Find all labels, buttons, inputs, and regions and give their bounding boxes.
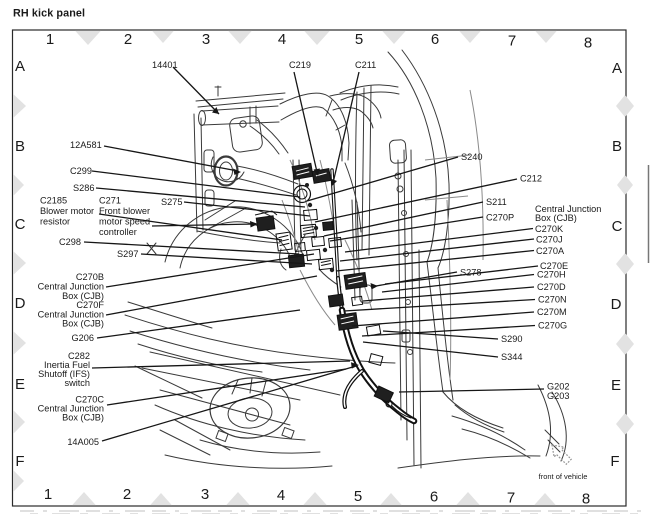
- svg-text:Box (CJB): Box (CJB): [62, 413, 104, 423]
- svg-text:C: C: [612, 218, 623, 235]
- svg-text:Central Junction: Central Junction: [38, 404, 104, 414]
- svg-text:8: 8: [582, 491, 590, 508]
- svg-text:14A005: 14A005: [67, 437, 99, 447]
- svg-text:Inertia Fuel: Inertia Fuel: [44, 360, 90, 370]
- svg-text:motor speed: motor speed: [99, 217, 150, 227]
- svg-text:7: 7: [508, 33, 516, 50]
- svg-text:S275: S275: [161, 197, 182, 207]
- svg-text:A: A: [612, 60, 622, 77]
- svg-text:7: 7: [507, 490, 515, 507]
- svg-text:front of vehicle: front of vehicle: [539, 472, 588, 481]
- svg-text:C211: C211: [355, 60, 376, 70]
- svg-text:C270B: C270B: [76, 272, 104, 282]
- svg-text:S278: S278: [460, 268, 481, 278]
- svg-text:3: 3: [202, 31, 210, 48]
- svg-text:S240: S240: [461, 152, 482, 162]
- svg-text:S286: S286: [73, 183, 94, 193]
- svg-text:14401: 14401: [152, 60, 178, 70]
- svg-text:switch: switch: [64, 378, 90, 388]
- svg-text:5: 5: [355, 31, 363, 48]
- svg-text:C219: C219: [289, 60, 311, 70]
- svg-text:C270N: C270N: [538, 295, 567, 305]
- svg-text:3: 3: [201, 486, 209, 503]
- svg-text:G202: G202: [547, 382, 569, 392]
- svg-text:C270A: C270A: [536, 246, 565, 256]
- svg-text:C270J: C270J: [536, 235, 563, 245]
- svg-text:C: C: [15, 216, 26, 233]
- svg-text:4: 4: [278, 31, 286, 48]
- svg-text:Shutoff (IFS): Shutoff (IFS): [38, 369, 90, 379]
- svg-text:C270C: C270C: [75, 395, 104, 405]
- svg-text:2: 2: [123, 486, 131, 503]
- svg-text:2: 2: [124, 31, 132, 48]
- svg-text:S290: S290: [501, 334, 522, 344]
- svg-text:B: B: [15, 138, 25, 155]
- svg-text:Central Junction: Central Junction: [535, 204, 601, 214]
- svg-text:RH kick panel: RH kick panel: [13, 8, 85, 20]
- svg-text:S211: S211: [486, 197, 507, 207]
- svg-text:controller: controller: [99, 227, 137, 237]
- svg-text:C270M: C270M: [537, 307, 567, 317]
- svg-text:C212: C212: [520, 174, 542, 184]
- svg-text:E: E: [15, 376, 25, 393]
- svg-text:E: E: [611, 377, 621, 394]
- svg-text:C271: C271: [99, 196, 121, 206]
- svg-text:C270E: C270E: [540, 261, 568, 271]
- svg-text:Front blower: Front blower: [99, 206, 150, 216]
- svg-text:1: 1: [44, 486, 52, 503]
- svg-text:C270H: C270H: [537, 270, 566, 280]
- svg-text:D: D: [15, 295, 26, 312]
- svg-text:C2185: C2185: [40, 196, 67, 206]
- svg-text:6: 6: [431, 31, 439, 48]
- svg-text:C270F: C270F: [76, 300, 104, 310]
- svg-text:12A581: 12A581: [70, 140, 102, 150]
- svg-text:C282: C282: [68, 351, 90, 361]
- svg-text:Box (CJB): Box (CJB): [62, 319, 104, 329]
- svg-text:B: B: [612, 138, 622, 155]
- svg-text:Box (CJB): Box (CJB): [535, 213, 577, 223]
- svg-text:G206: G206: [72, 333, 94, 343]
- svg-text:C299: C299: [70, 166, 92, 176]
- svg-text:5: 5: [354, 488, 362, 505]
- svg-text:C270P: C270P: [486, 213, 514, 223]
- svg-text:8: 8: [584, 35, 592, 52]
- svg-text:6: 6: [430, 489, 438, 506]
- svg-text:S344: S344: [501, 352, 522, 362]
- svg-text:4: 4: [277, 487, 285, 504]
- svg-text:A: A: [15, 58, 25, 75]
- svg-text:C270D: C270D: [537, 282, 566, 292]
- svg-text:C270K: C270K: [535, 224, 564, 234]
- svg-text:F: F: [15, 453, 24, 470]
- svg-text:C270G: C270G: [538, 321, 567, 331]
- svg-text:F: F: [610, 453, 619, 470]
- svg-text:D: D: [611, 296, 622, 313]
- svg-text:resistor: resistor: [40, 217, 70, 227]
- svg-text:C298: C298: [59, 237, 81, 247]
- svg-text:Central Junction: Central Junction: [38, 310, 104, 320]
- svg-text:Blower motor: Blower motor: [40, 206, 94, 216]
- svg-text:G203: G203: [547, 391, 569, 401]
- svg-text:Central Junction: Central Junction: [38, 282, 104, 292]
- svg-text:S297: S297: [117, 249, 138, 259]
- svg-text:1: 1: [46, 31, 54, 48]
- svg-text:Box (CJB): Box (CJB): [62, 291, 104, 301]
